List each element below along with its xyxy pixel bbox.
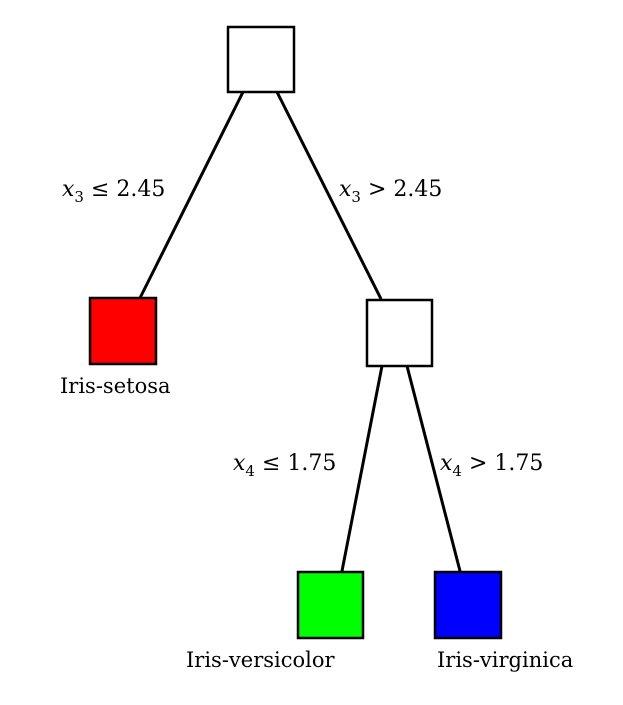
leaf-label-versicolor: Iris-versicolor — [186, 648, 336, 672]
split-label-x4-le: x4 ≤ 1.75 — [233, 451, 336, 480]
leaf-versicolor — [296, 570, 365, 640]
inner-node — [365, 298, 434, 368]
split-label-x3-gt: x3 > 2.45 — [339, 177, 442, 206]
edge-inner-to-virginica — [405, 365, 462, 572]
split-label-x4-gt: x4 > 1.75 — [440, 451, 543, 480]
split-label-x3-le: x3 ≤ 2.45 — [62, 177, 165, 206]
root-node — [226, 25, 296, 94]
leaf-setosa — [88, 296, 158, 366]
edge-inner-to-versicolor — [340, 365, 384, 572]
edge-root-to-inner — [275, 91, 383, 300]
edge-root-to-setosa — [138, 91, 245, 299]
leaf-label-setosa: Iris-setosa — [60, 374, 171, 398]
leaf-label-virginica: Iris-virginica — [437, 648, 573, 672]
leaf-virginica — [433, 570, 503, 640]
